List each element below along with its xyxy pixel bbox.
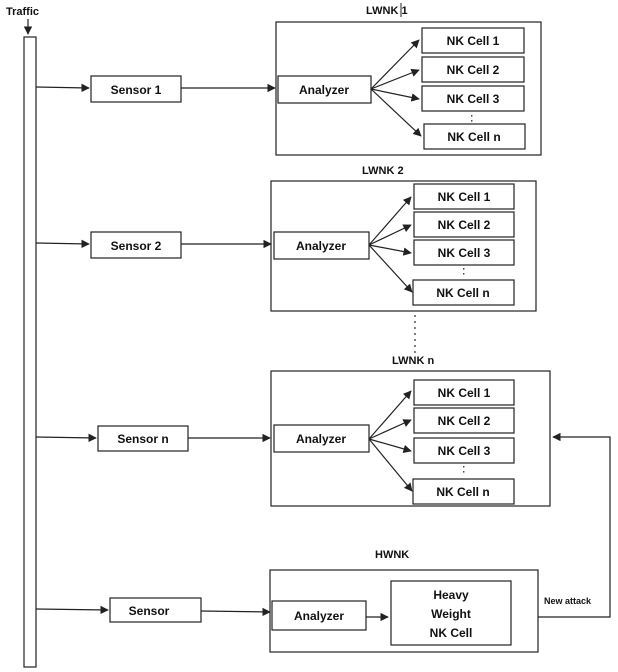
nk-cell-label: NK Cell 2 [438,414,491,428]
nk-cell-box [421,27,525,54]
nk-cell-label: NK Cell n [436,286,489,300]
lwnk-title-n: LWNK n [392,355,434,367]
new-attack-feedback-arrow [538,432,611,618]
nk-cell-label: NK Cell 2 [447,63,500,77]
nk-cell-box [412,478,515,505]
sensor-1-label: Sensor 1 [111,83,162,97]
heavy-weight-nk-cell-box [390,580,512,646]
nk-cell-box [413,239,515,266]
nk-cell-box [413,379,515,406]
nk-cell-label: NK Cell 1 [438,190,491,204]
nk-cell-label: NK Cell n [447,130,500,144]
analyzer-1-box [277,75,372,104]
fanout-arrow [368,390,412,440]
traffic-label: Traffic [6,6,39,18]
analyzer-1-label: Analyzer [299,83,349,97]
hwnk-group: HWNK Sensor Analyzer Heavy Weight NK Cel… [35,549,539,653]
nk-cell-box [412,279,515,306]
analyzer-2-box [273,231,370,260]
heavy-cell-line-2: Weight [431,607,471,621]
sensor-n-label: Sensor n [117,432,168,446]
bus-to-hwnk-sensor-arrow [35,605,109,615]
nk-cell-label: NK Cell 1 [447,34,500,48]
nk-cell-box [423,123,526,150]
lwnk-group-n: LWNK n Sensor n Analyzer NK Cell 1 NK Ce… [35,355,551,507]
nk-cell-label: NK Cell 2 [438,218,491,232]
traffic-bus [23,36,37,668]
heavy-cell-line-1: Heavy [433,588,469,602]
nk-cell-label: NK Cell 3 [438,246,491,260]
hwnk-sensor-to-analyzer-arrow [200,607,271,617]
bus-to-sensor-2-arrow [35,239,90,249]
ellipsis-dots: · [463,264,466,274]
lwnk-title-1: LWNK 1 [366,5,408,17]
fanout-arrow [368,224,412,246]
hwnk-analyzer-label: Analyzer [294,609,344,623]
fanout-arrow [368,438,413,492]
nk-cell-box [413,211,515,238]
lwnk-group-1: LWNK 1 Sensor 1 Analyzer NK Cell 1 NK Ce… [35,3,542,156]
analyzer-n-box [273,424,370,453]
bus-to-sensor-n-arrow [35,433,97,443]
fanout-arrow [370,68,420,90]
fanout-arrow [368,196,412,246]
analyzer-n-label: Analyzer [296,432,346,446]
fanout-arrow [370,88,420,102]
nk-cell-box [413,407,515,434]
sensor-2-label: Sensor 2 [111,239,162,253]
fanout-arrow [370,88,422,137]
fanout-arrow [368,244,412,256]
nk-cell-box [413,437,515,464]
ellipsis-dots: · [471,111,474,121]
hwnk-analyzer-box [271,600,367,631]
analyzer-2-label: Analyzer [296,239,346,253]
group-ellipsis [414,315,416,353]
new-attack-label: New attack [544,596,592,606]
nk-cell-box [421,85,525,112]
heavy-cell-line-3: NK Cell [430,626,473,640]
ellipsis-dots: · [463,462,466,472]
hwnk-title: HWNK [375,549,409,561]
nk-cell-label: NK Cell 1 [438,386,491,400]
ellipsis-dots: · [471,116,474,126]
ellipsis-dots: · [463,467,466,477]
lwnk-group-2: LWNK 2 Sensor 2 Analyzer NK Cell 1 NK Ce… [35,165,537,312]
fanout-arrow [370,39,420,90]
bus-to-sensor-1-arrow [35,83,90,93]
nk-cell-label: NK Cell n [436,485,489,499]
nk-cell-box [413,183,515,210]
nk-cell-label: NK Cell 3 [447,92,500,106]
sensor-n-box [97,425,189,452]
sensor-2-box [90,231,182,259]
hwnk-sensor-box [109,597,202,623]
nk-cell-label: NK Cell 3 [438,444,491,458]
ellipsis-dots: · [463,269,466,279]
lwnk-title-2: LWNK 2 [362,165,404,177]
nk-cell-box [421,56,525,83]
hwnk-sensor-label: Sensor [129,604,170,618]
sensor-1-box [90,75,182,103]
fanout-arrow [368,244,413,293]
fanout-arrow [368,419,412,440]
fanout-arrow [368,438,412,453]
